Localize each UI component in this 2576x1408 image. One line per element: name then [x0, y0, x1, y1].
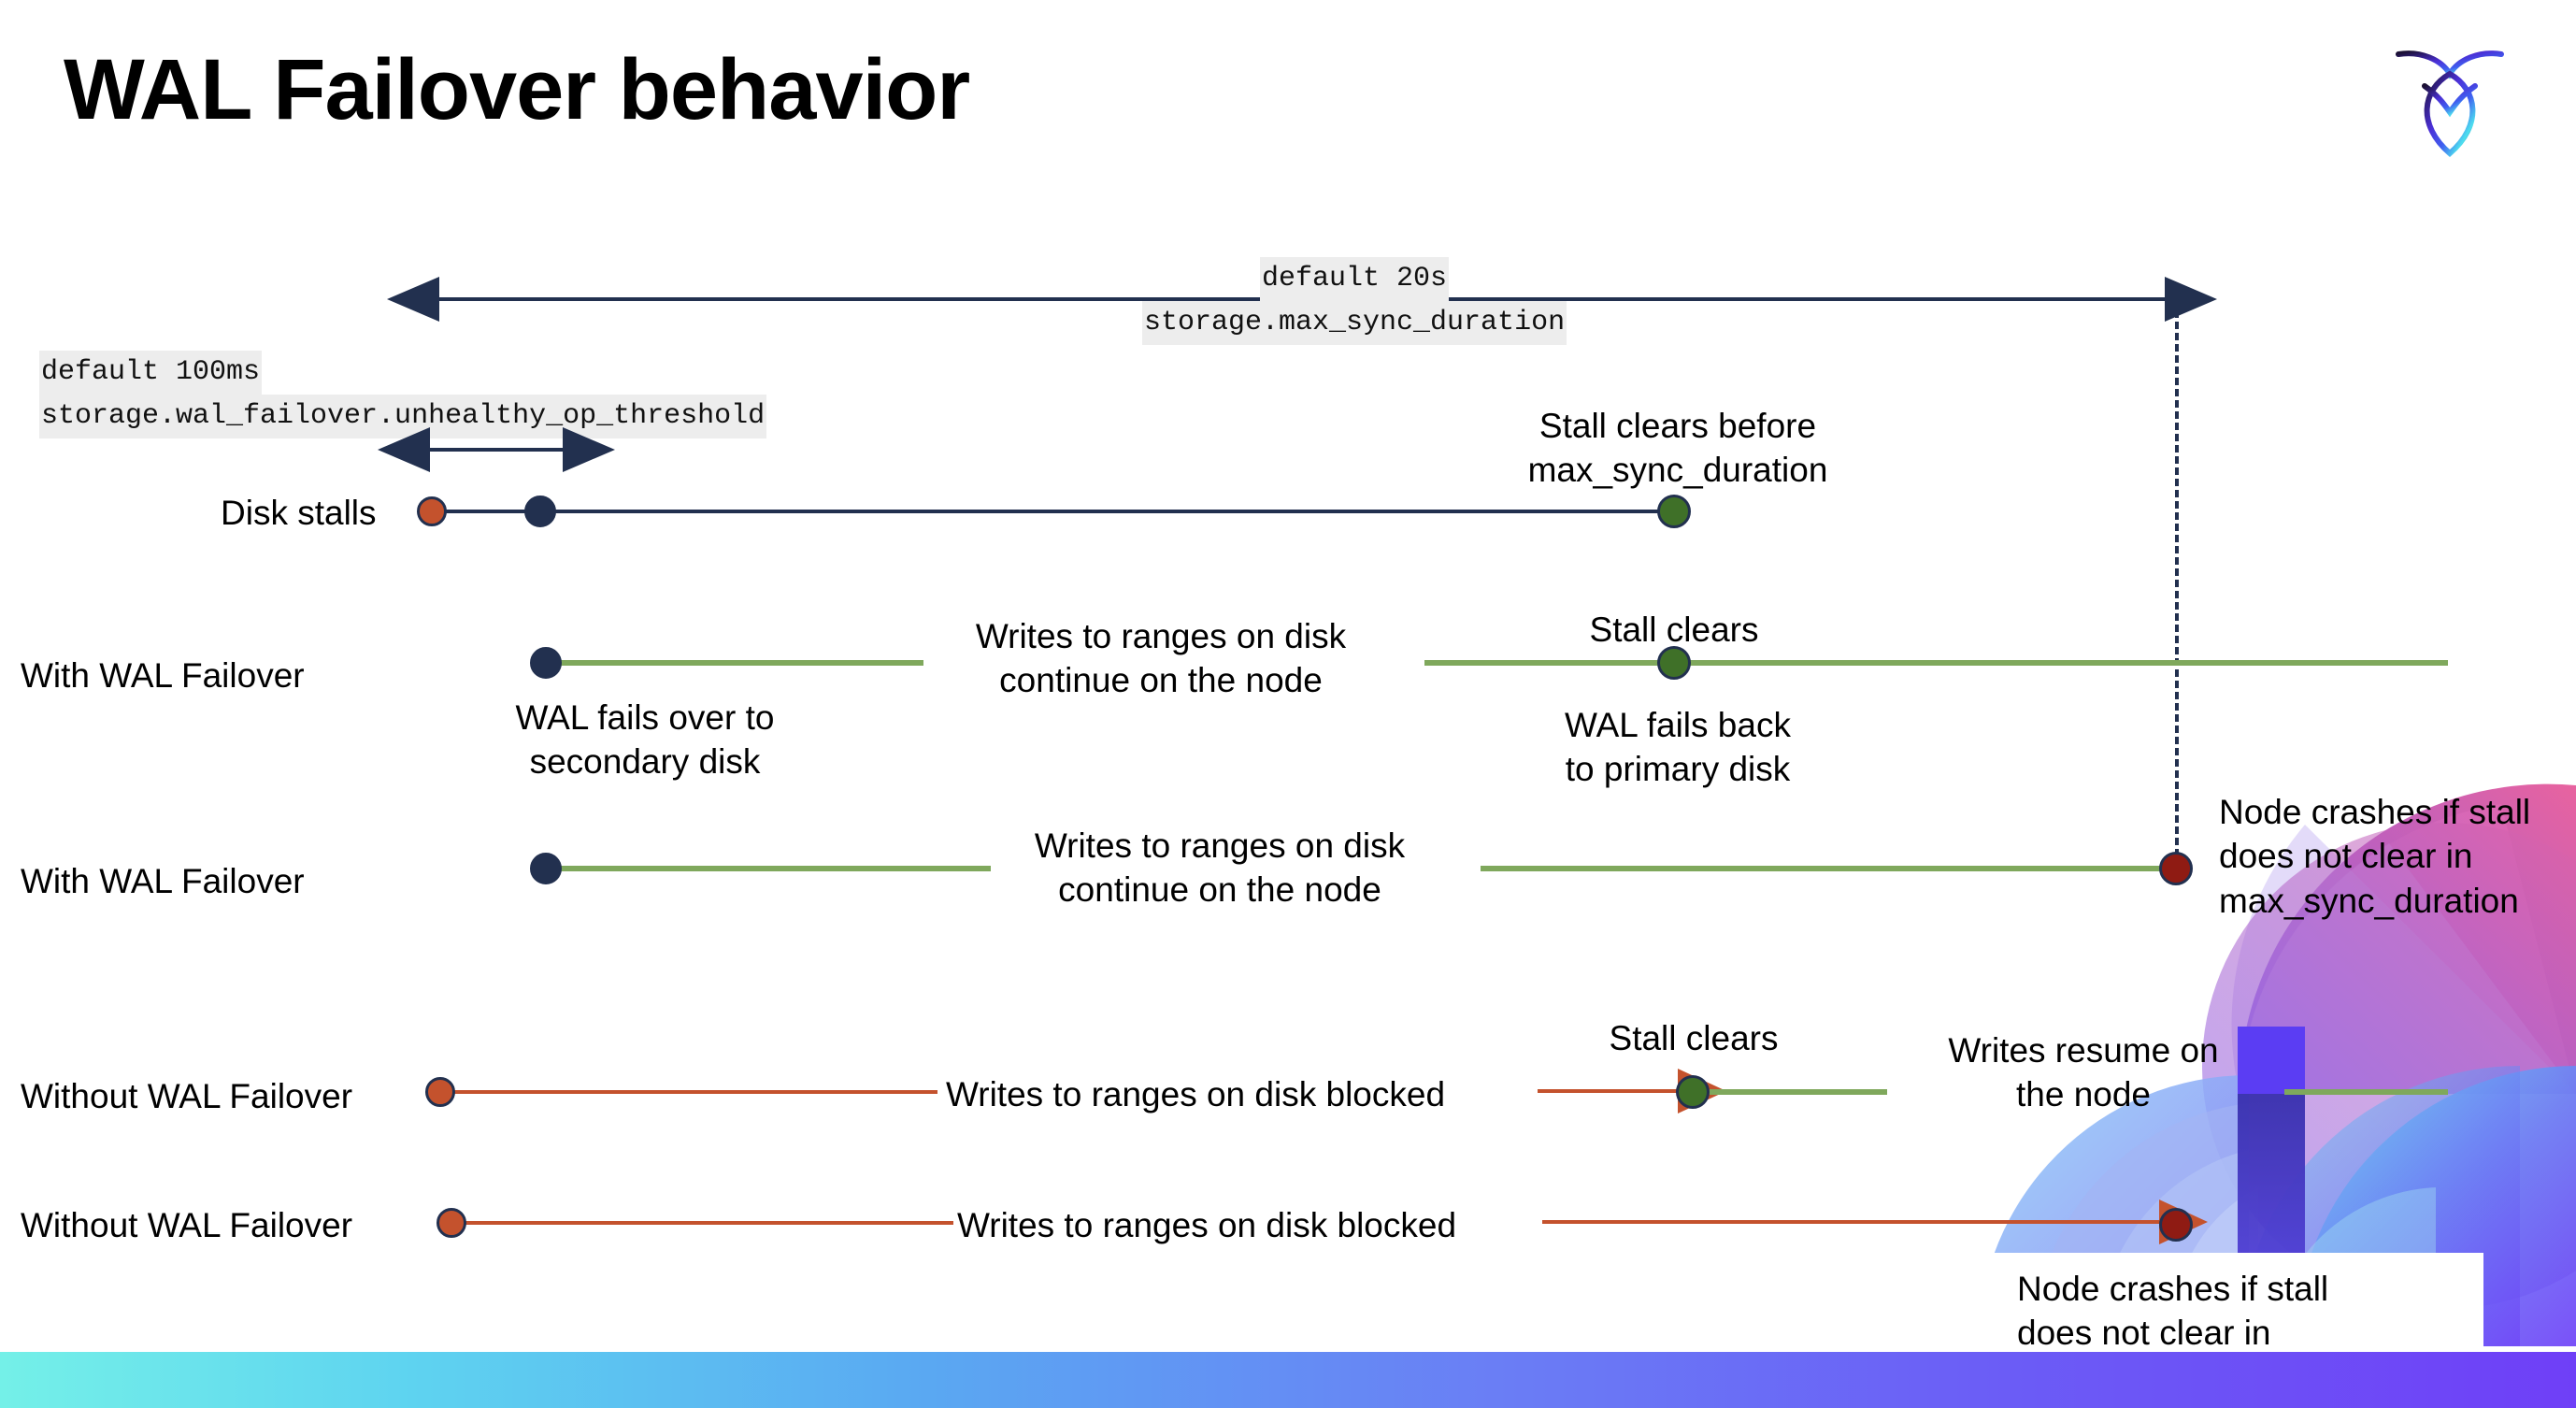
disk-stall-threshold-dot [524, 496, 556, 527]
without-wal-failover-2-blocked-segment [458, 1221, 953, 1225]
note-writes-blocked-1: Writes to ranges on disk blocked [946, 1075, 1446, 1113]
without-wal-failover-1-start-dot [425, 1077, 455, 1107]
note-stall-clears-2: Stall clears [1609, 1019, 1779, 1057]
without-wal-failover-1-resume-segment-b [2284, 1089, 2448, 1095]
without-wal-failover-1-blocked-segment [447, 1090, 937, 1094]
note-stall-clears-1: Stall clears [1589, 611, 1759, 649]
disk-stall-clears-dot [1657, 495, 1691, 528]
wal-failover-2-start-dot [530, 853, 562, 884]
disk-stall-start-dot [417, 496, 447, 526]
unhealthy-op-threshold-span-arrow [378, 427, 615, 472]
with-wal-failover-2-segment-a [550, 866, 991, 871]
with-wal-failover-1-segment-a [550, 660, 923, 666]
wal-failover-2-crash-dot [2159, 852, 2193, 885]
unhealthy-op-setting-label: storage.wal_failover.unhealthy_op_thresh… [39, 395, 767, 438]
row-label-disk-stalls: Disk stalls [221, 494, 377, 532]
with-wal-failover-2-segment-b [1481, 866, 2177, 871]
row-label-without-wal-failover-2: Without WAL Failover [21, 1206, 353, 1244]
without-wal-failover-1-blocked-arrow [1538, 1069, 1726, 1113]
bottom-gradient-bar [0, 1352, 2576, 1408]
row-label-with-wal-failover-2: With WAL Failover [21, 862, 305, 900]
max-sync-setting-label: storage.max_sync_duration [1142, 301, 1567, 345]
max-sync-duration-annotation: default 20s storage.max_sync_duration [1142, 257, 1567, 345]
cockroach-labs-logo-icon [2396, 50, 2504, 157]
max-sync-default-label: default 20s [1260, 257, 1450, 301]
with-wal-failover-1-segment-b [1424, 660, 2448, 666]
without-wal-failover-1-stall-clears-dot [1676, 1075, 1710, 1109]
without-wal-failover-2-crash-dot [2159, 1208, 2193, 1242]
row-label-with-wal-failover-1: With WAL Failover [21, 656, 305, 695]
without-wal-failover-2-blocked-arrow [1542, 1200, 2208, 1244]
note-writes-blocked-2: Writes to ranges on disk blocked [957, 1206, 1457, 1244]
without-wal-failover-2-start-dot [436, 1208, 466, 1238]
disk-stalls-timeline [430, 510, 1687, 513]
wal-failover-1-stall-clears-dot [1657, 646, 1691, 680]
row-label-without-wal-failover-1: Without WAL Failover [21, 1077, 353, 1115]
wal-failover-1-start-dot [530, 647, 562, 679]
unhealthy-op-threshold-annotation: default 100ms storage.wal_failover.unhea… [39, 351, 767, 438]
unhealthy-op-default-label: default 100ms [39, 351, 263, 395]
page-title: WAL Failover behavior [64, 42, 970, 137]
without-wal-failover-1-resume-segment-a [1710, 1089, 1887, 1095]
max-sync-duration-dashed-guide [2175, 299, 2179, 879]
